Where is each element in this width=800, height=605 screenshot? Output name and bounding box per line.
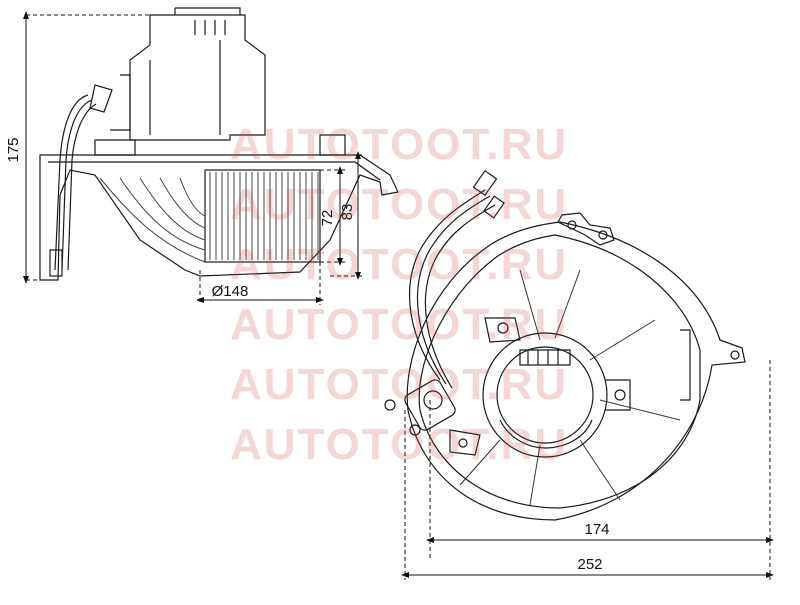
- top-view: [384, 169, 746, 521]
- volute-housing: [406, 212, 746, 521]
- wiring-harness: [49, 94, 97, 277]
- inner-width-label: 174: [584, 521, 609, 538]
- diameter-label: Ø148: [212, 283, 249, 300]
- height-label: 175: [5, 137, 22, 162]
- wiring-connector: [384, 169, 505, 436]
- outer-height-label: 83: [339, 204, 356, 221]
- motor-body: [89, 7, 266, 141]
- radial-ribs: [459, 269, 681, 506]
- motor-hub: [449, 317, 631, 458]
- inner-height-label: 72: [319, 210, 336, 227]
- side-view: [39, 7, 399, 281]
- fan-wheel: [99, 169, 321, 263]
- outer-width-label: 252: [577, 556, 602, 573]
- side-dimensions: [23, 11, 362, 305]
- top-dimensions: [401, 360, 774, 580]
